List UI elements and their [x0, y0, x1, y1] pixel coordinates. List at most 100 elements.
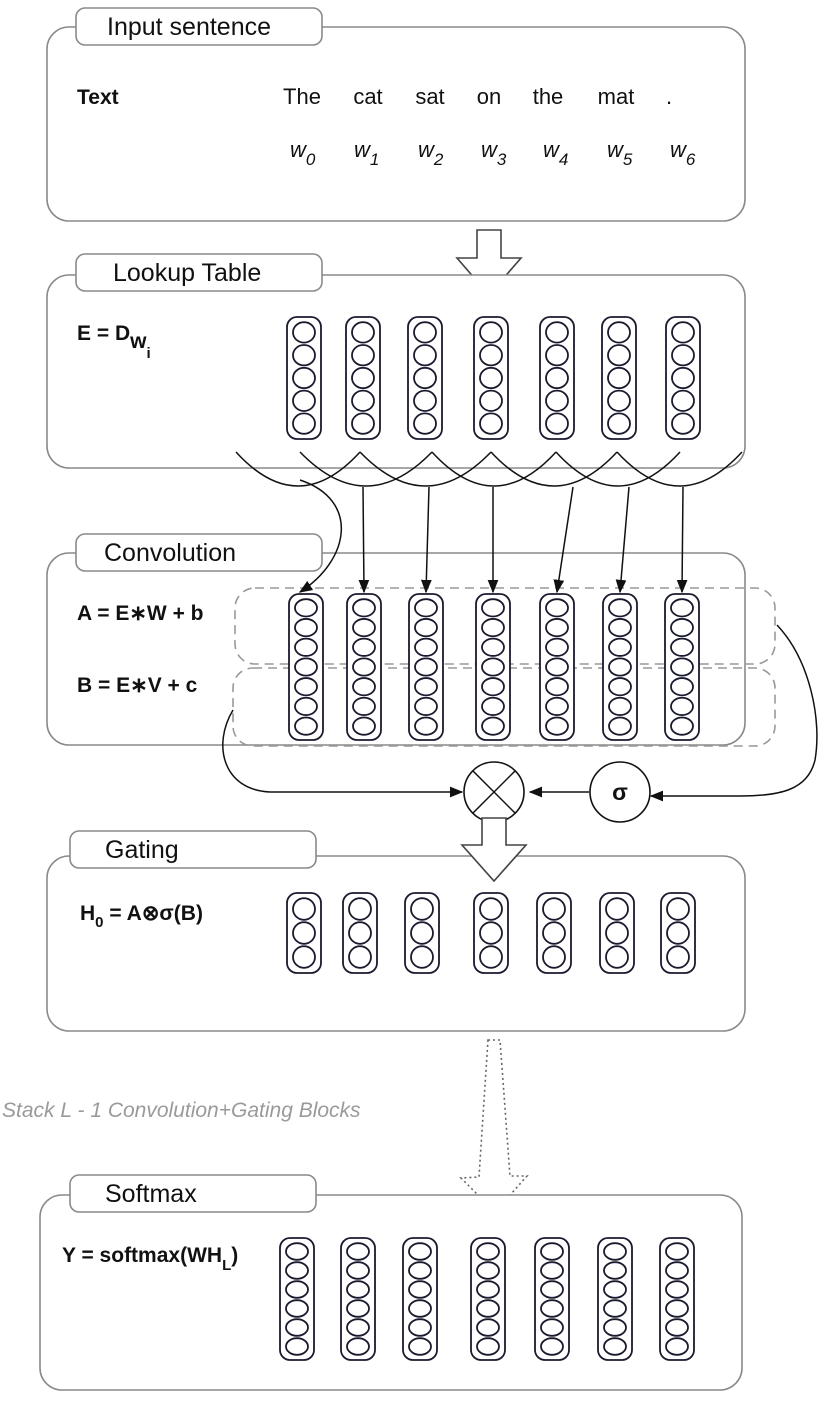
unit-node [542, 921, 566, 945]
unit-node [481, 677, 505, 697]
unit-node [605, 945, 629, 969]
unit-node [292, 389, 316, 412]
unit-node [542, 945, 566, 969]
softmax-title: Softmax [105, 1180, 197, 1208]
word-symbol: w1 [354, 137, 379, 169]
gating-column [342, 892, 378, 974]
unit-node [603, 1242, 627, 1261]
unit-node [476, 1299, 500, 1318]
sigma-label: σ [612, 779, 628, 805]
unit-node [670, 677, 694, 697]
unit-node [608, 696, 632, 716]
unit-node [479, 412, 503, 435]
unit-node [608, 677, 632, 697]
word-token: sat [415, 84, 444, 109]
unit-node [408, 1261, 432, 1280]
unit-node [292, 945, 316, 969]
word-symbol: w4 [543, 137, 568, 169]
unit-node [413, 412, 437, 435]
unit-node [408, 1280, 432, 1299]
unit-node [476, 1242, 500, 1261]
input-sentence-title: Input sentence [107, 13, 271, 41]
unit-node [292, 412, 316, 435]
unit-node [414, 716, 438, 736]
window-arc [555, 451, 681, 487]
word-symbol: w3 [481, 137, 507, 169]
unit-node [608, 637, 632, 657]
unit-node [666, 921, 690, 945]
unit-node [545, 389, 569, 412]
embedding-column [665, 316, 701, 440]
unit-node [410, 921, 434, 945]
unit-node [607, 344, 631, 367]
unit-node [481, 657, 505, 677]
word-symbol: w2 [418, 137, 444, 169]
embedding-column [407, 316, 443, 440]
unit-node [608, 657, 632, 677]
window-to-column-arrow [553, 486, 574, 594]
unit-node [605, 921, 629, 945]
embedding-column [539, 316, 575, 440]
unit-node [476, 1318, 500, 1337]
unit-node [476, 1280, 500, 1299]
unit-node [670, 657, 694, 677]
unit-node [351, 389, 375, 412]
unit-node [481, 618, 505, 638]
unit-node [294, 696, 318, 716]
window-arc [431, 451, 557, 487]
embedding-columns [286, 316, 701, 440]
unit-node [408, 1242, 432, 1261]
softmax-panel: Softmax Y = softmax(WHL) [39, 1174, 743, 1391]
word-symbol: w5 [607, 137, 633, 169]
unit-node [665, 1318, 689, 1337]
unit-node [540, 1261, 564, 1280]
unit-node [479, 945, 503, 969]
unit-node [481, 716, 505, 736]
window-arc [359, 451, 492, 487]
gating-column [404, 892, 440, 974]
conv-column [664, 593, 700, 741]
b-to-multiply-arrow [222, 709, 464, 798]
unit-node [408, 1318, 432, 1337]
unit-node [479, 921, 503, 945]
word-token: mat [598, 84, 635, 109]
unit-node [285, 1299, 309, 1318]
unit-node [671, 389, 695, 412]
embedding-column [601, 316, 637, 440]
unit-node [352, 618, 376, 638]
unit-node [285, 1318, 309, 1337]
unit-node [408, 1299, 432, 1318]
unit-node [346, 1280, 370, 1299]
convolution-columns [288, 593, 700, 741]
gating-panel: Gating H0 = A⊗σ(B) [46, 830, 746, 1032]
gating-column [536, 892, 572, 974]
unit-node [545, 366, 569, 390]
unit-node [346, 1242, 370, 1261]
unit-node [666, 897, 690, 921]
word-symbol: w0 [290, 137, 316, 169]
unit-node [285, 1242, 309, 1261]
unit-node [292, 366, 316, 390]
unit-node [348, 921, 372, 945]
unit-node [414, 598, 438, 618]
unit-node [670, 598, 694, 618]
text-row-label: Text [77, 86, 119, 109]
unit-node [479, 897, 503, 921]
gating-column [660, 892, 696, 974]
unit-node [352, 716, 376, 736]
stack-note: Stack L - 1 Convolution+Gating Blocks [2, 1099, 361, 1122]
unit-node [671, 344, 695, 367]
unit-node [285, 1261, 309, 1280]
conv-column [539, 593, 575, 741]
unit-node [671, 412, 695, 435]
lookup-table-panel: Lookup Table E = Dwi [46, 253, 746, 469]
unit-node [346, 1261, 370, 1280]
softmax-column [534, 1237, 570, 1361]
convolution-connections [235, 451, 743, 594]
unit-node [292, 344, 316, 367]
unit-node [414, 657, 438, 677]
softmax-column [402, 1237, 438, 1361]
window-to-column-arrow [358, 486, 370, 594]
